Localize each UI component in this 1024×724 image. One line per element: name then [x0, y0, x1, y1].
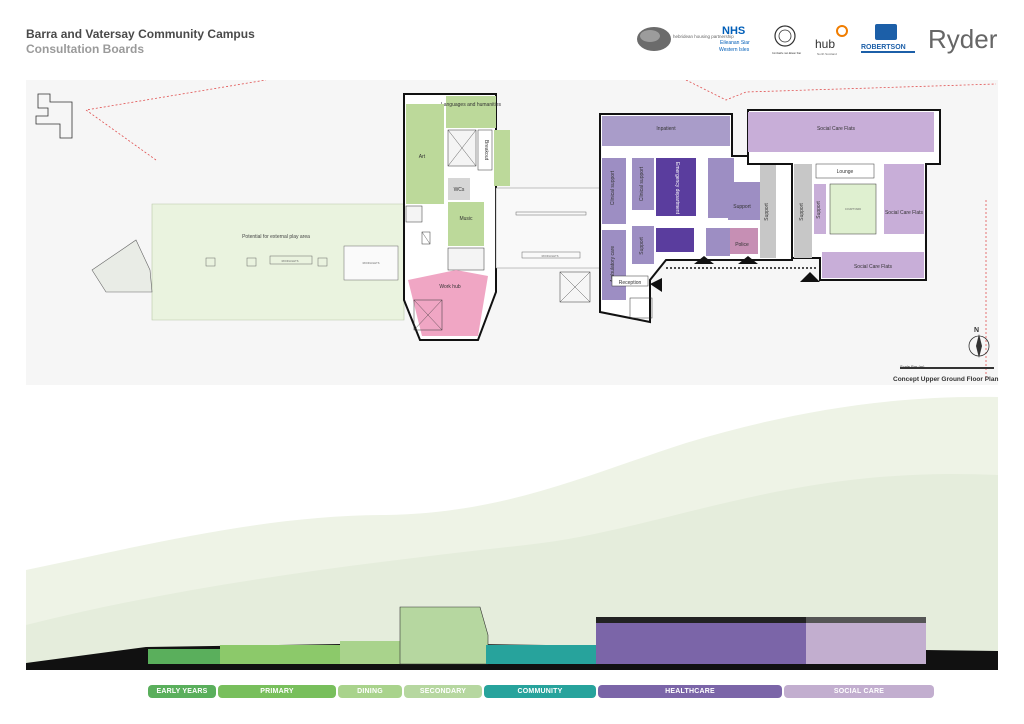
hebridean-text: hebridean housing partnership	[673, 34, 734, 39]
work-hub-label: Work hub	[439, 284, 461, 290]
reception-label: Reception	[619, 280, 642, 286]
zone-healthcare: HEALTHCARE	[598, 685, 782, 698]
zone-secondary: SECONDARY	[404, 685, 482, 698]
section-drawing	[26, 396, 998, 670]
languages-label: Languages and humanities	[441, 102, 502, 108]
emergency-label: Emergency department	[674, 162, 680, 215]
hub-text: hub	[815, 37, 835, 51]
music-label: Music	[459, 216, 473, 222]
nhs-sub1: Eileanan Siar	[720, 40, 750, 46]
zone-dining: DINING	[338, 685, 402, 698]
courtyard-label: COURTYARD	[845, 207, 861, 211]
nhs-sub2: Western Isles	[719, 47, 750, 53]
robertson-logo: ROBERTSON	[861, 24, 915, 53]
header: Barra and Vatersay Community Campus Cons…	[26, 27, 255, 57]
hub-logo: hub North Scotland	[815, 25, 848, 56]
support-2-label: Support	[639, 237, 645, 255]
clinical-support-2-label: Clinical support	[639, 166, 645, 201]
ambulatory-label: Ambulatory care	[610, 246, 616, 283]
clinical-support-1-label: Clinical support	[610, 170, 616, 205]
comhairle-text: Comhairle nan Eilean Siar	[772, 52, 801, 55]
floor-plan-drawing: Potential for external play area ROOFLIG…	[26, 79, 998, 385]
hebridean-logo: hebridean housing partnership	[637, 27, 734, 51]
scale-bar-label: Scale Bar (m)	[900, 364, 925, 369]
nhs-text: NHS	[722, 25, 745, 37]
inpatient-label: Inpatient	[656, 126, 676, 132]
rooflights-label-2: ROOFLIGHTS	[363, 261, 380, 265]
section-elevation	[26, 395, 998, 705]
page-subtitle: Consultation Boards	[26, 42, 145, 56]
lounge-label: Lounge	[837, 169, 854, 175]
zone-social-care: SOCIAL CARE	[784, 685, 934, 698]
wcs-label: WCs	[454, 187, 465, 193]
breakout-label: Breakout	[483, 140, 489, 161]
police-label: Police	[735, 242, 749, 248]
hub-sub: North Scotland	[817, 52, 837, 56]
north-label: N	[974, 327, 979, 334]
support-5-label: Support	[816, 201, 822, 219]
art-label: Art	[419, 154, 426, 160]
play-area-label: Potential for external play area	[242, 234, 310, 240]
rooflights-label-1: ROOFLIGHTS	[282, 259, 299, 263]
page-title: Barra and Vatersay Community Campus	[26, 27, 255, 41]
support-3-label: Support	[764, 203, 770, 221]
social-care-flats-1-label: Social Care Flats	[817, 126, 856, 132]
plan-caption: Concept Upper Ground Floor Plan	[893, 376, 999, 383]
social-care-flats-2-label: Social Care Flats	[885, 210, 924, 216]
floor-plan: Potential for external play area ROOFLIG…	[26, 79, 998, 385]
nhs-logo: NHS Eileanan Siar Western Isles	[719, 25, 750, 53]
rooflights-label-3: ROOFLIGHTS	[542, 254, 559, 258]
robertson-text: ROBERTSON	[861, 44, 906, 51]
zone-early-years: EARLY YEARS	[148, 685, 216, 698]
zone-community: COMMUNITY	[484, 685, 596, 698]
social-care-flats-3-label: Social Care Flats	[854, 264, 893, 270]
support-4-label: Support	[799, 203, 805, 221]
ryder-logo: Ryder	[928, 24, 998, 54]
zone-primary: PRIMARY	[218, 685, 336, 698]
logo-strip: hebridean housing partnership NHS Eilean…	[637, 24, 998, 56]
partner-logos: hebridean housing partnership NHS Eilean…	[630, 18, 1002, 60]
support-1-label: Support	[733, 204, 751, 210]
comhairle-logo: Comhairle nan Eilean Siar	[772, 25, 801, 55]
